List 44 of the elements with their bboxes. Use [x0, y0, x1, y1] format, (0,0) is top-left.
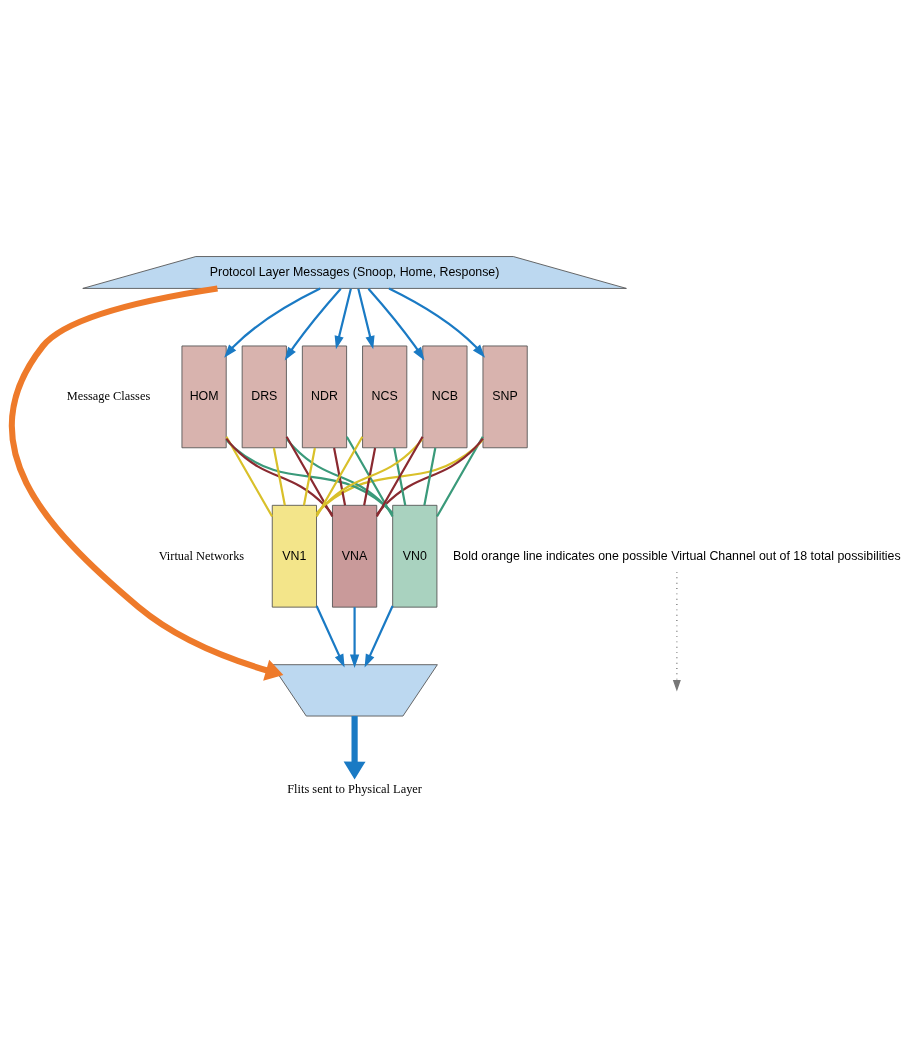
node-box: NCB: [422, 345, 468, 448]
label: Virtual Networks: [158, 548, 245, 563]
connector: [423, 447, 437, 505]
connector: [436, 435, 484, 517]
node-box: NCS: [362, 345, 408, 448]
node-box: VNA: [332, 504, 378, 608]
node-box: VN1: [271, 504, 317, 608]
connector: [225, 435, 274, 517]
connector: [333, 447, 347, 505]
connector: [375, 435, 424, 517]
connector: [345, 435, 394, 517]
node-box: HOM: [181, 345, 227, 448]
arrow: [367, 287, 425, 360]
arrow: [364, 605, 394, 668]
node-box: VN0: [392, 504, 438, 608]
node-text: Bold orange line indicates one possible Virtual Channel out of 18 total possibilities: [453, 548, 901, 563]
connector: [225, 437, 334, 515]
connector: [272, 447, 286, 505]
arrow: [388, 287, 486, 358]
connector: [302, 447, 316, 505]
label: Message Classes: [66, 388, 151, 403]
connector: [285, 435, 334, 517]
node-box: DRS: [241, 345, 287, 448]
connector: [225, 438, 394, 514]
node-text: Flits sent to Physical Layer: [287, 781, 422, 796]
connector: [363, 447, 377, 505]
connector: [315, 435, 364, 517]
arrow: [315, 605, 345, 668]
arrow: [334, 287, 352, 349]
node-box: SNP: [482, 345, 528, 448]
node-box: NDR: [301, 345, 348, 448]
connector: [315, 437, 424, 515]
connector: [376, 437, 484, 515]
arrow: [9, 284, 284, 681]
connector: [285, 437, 394, 515]
connector: [393, 447, 407, 505]
arrow: [357, 287, 375, 349]
arrow: [224, 287, 321, 358]
arrow: [349, 606, 360, 668]
arrow: [284, 287, 342, 360]
connector: [315, 438, 484, 514]
arrow: [343, 715, 366, 779]
arrow: [672, 571, 681, 691]
node-trapezoid: [271, 663, 438, 716]
